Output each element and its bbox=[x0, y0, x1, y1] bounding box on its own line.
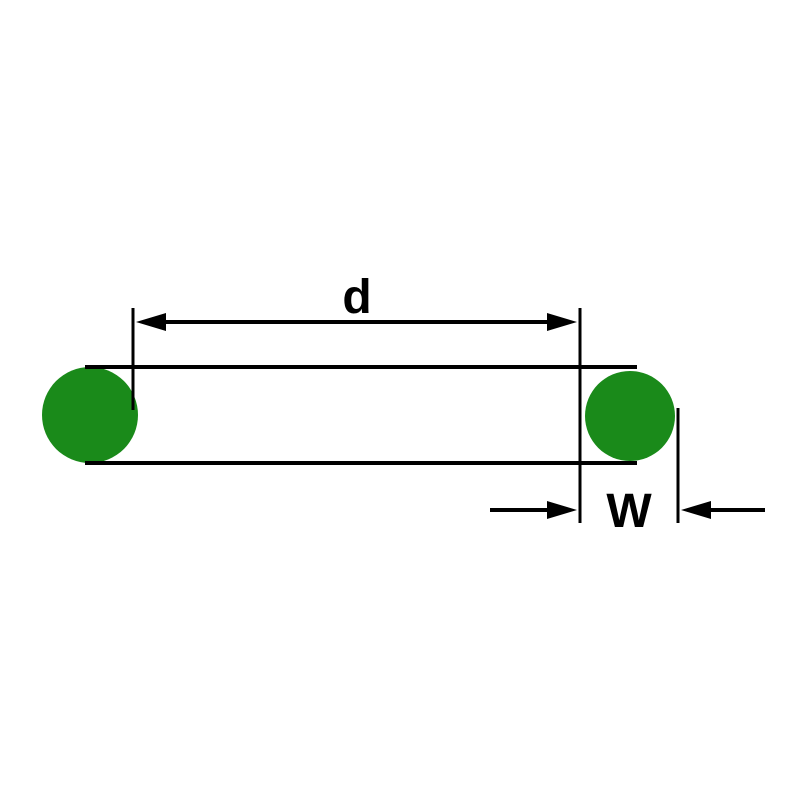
oring-cross-section-right bbox=[585, 371, 675, 461]
oring-cross-section-left bbox=[42, 367, 138, 463]
width-arrowhead-left-icon bbox=[547, 501, 577, 519]
diameter-arrowhead-left-icon bbox=[136, 313, 166, 331]
diameter-label: d bbox=[342, 271, 371, 324]
width-label: W bbox=[606, 485, 652, 538]
width-arrowhead-right-icon bbox=[681, 501, 711, 519]
diameter-arrowhead-right-icon bbox=[547, 313, 577, 331]
